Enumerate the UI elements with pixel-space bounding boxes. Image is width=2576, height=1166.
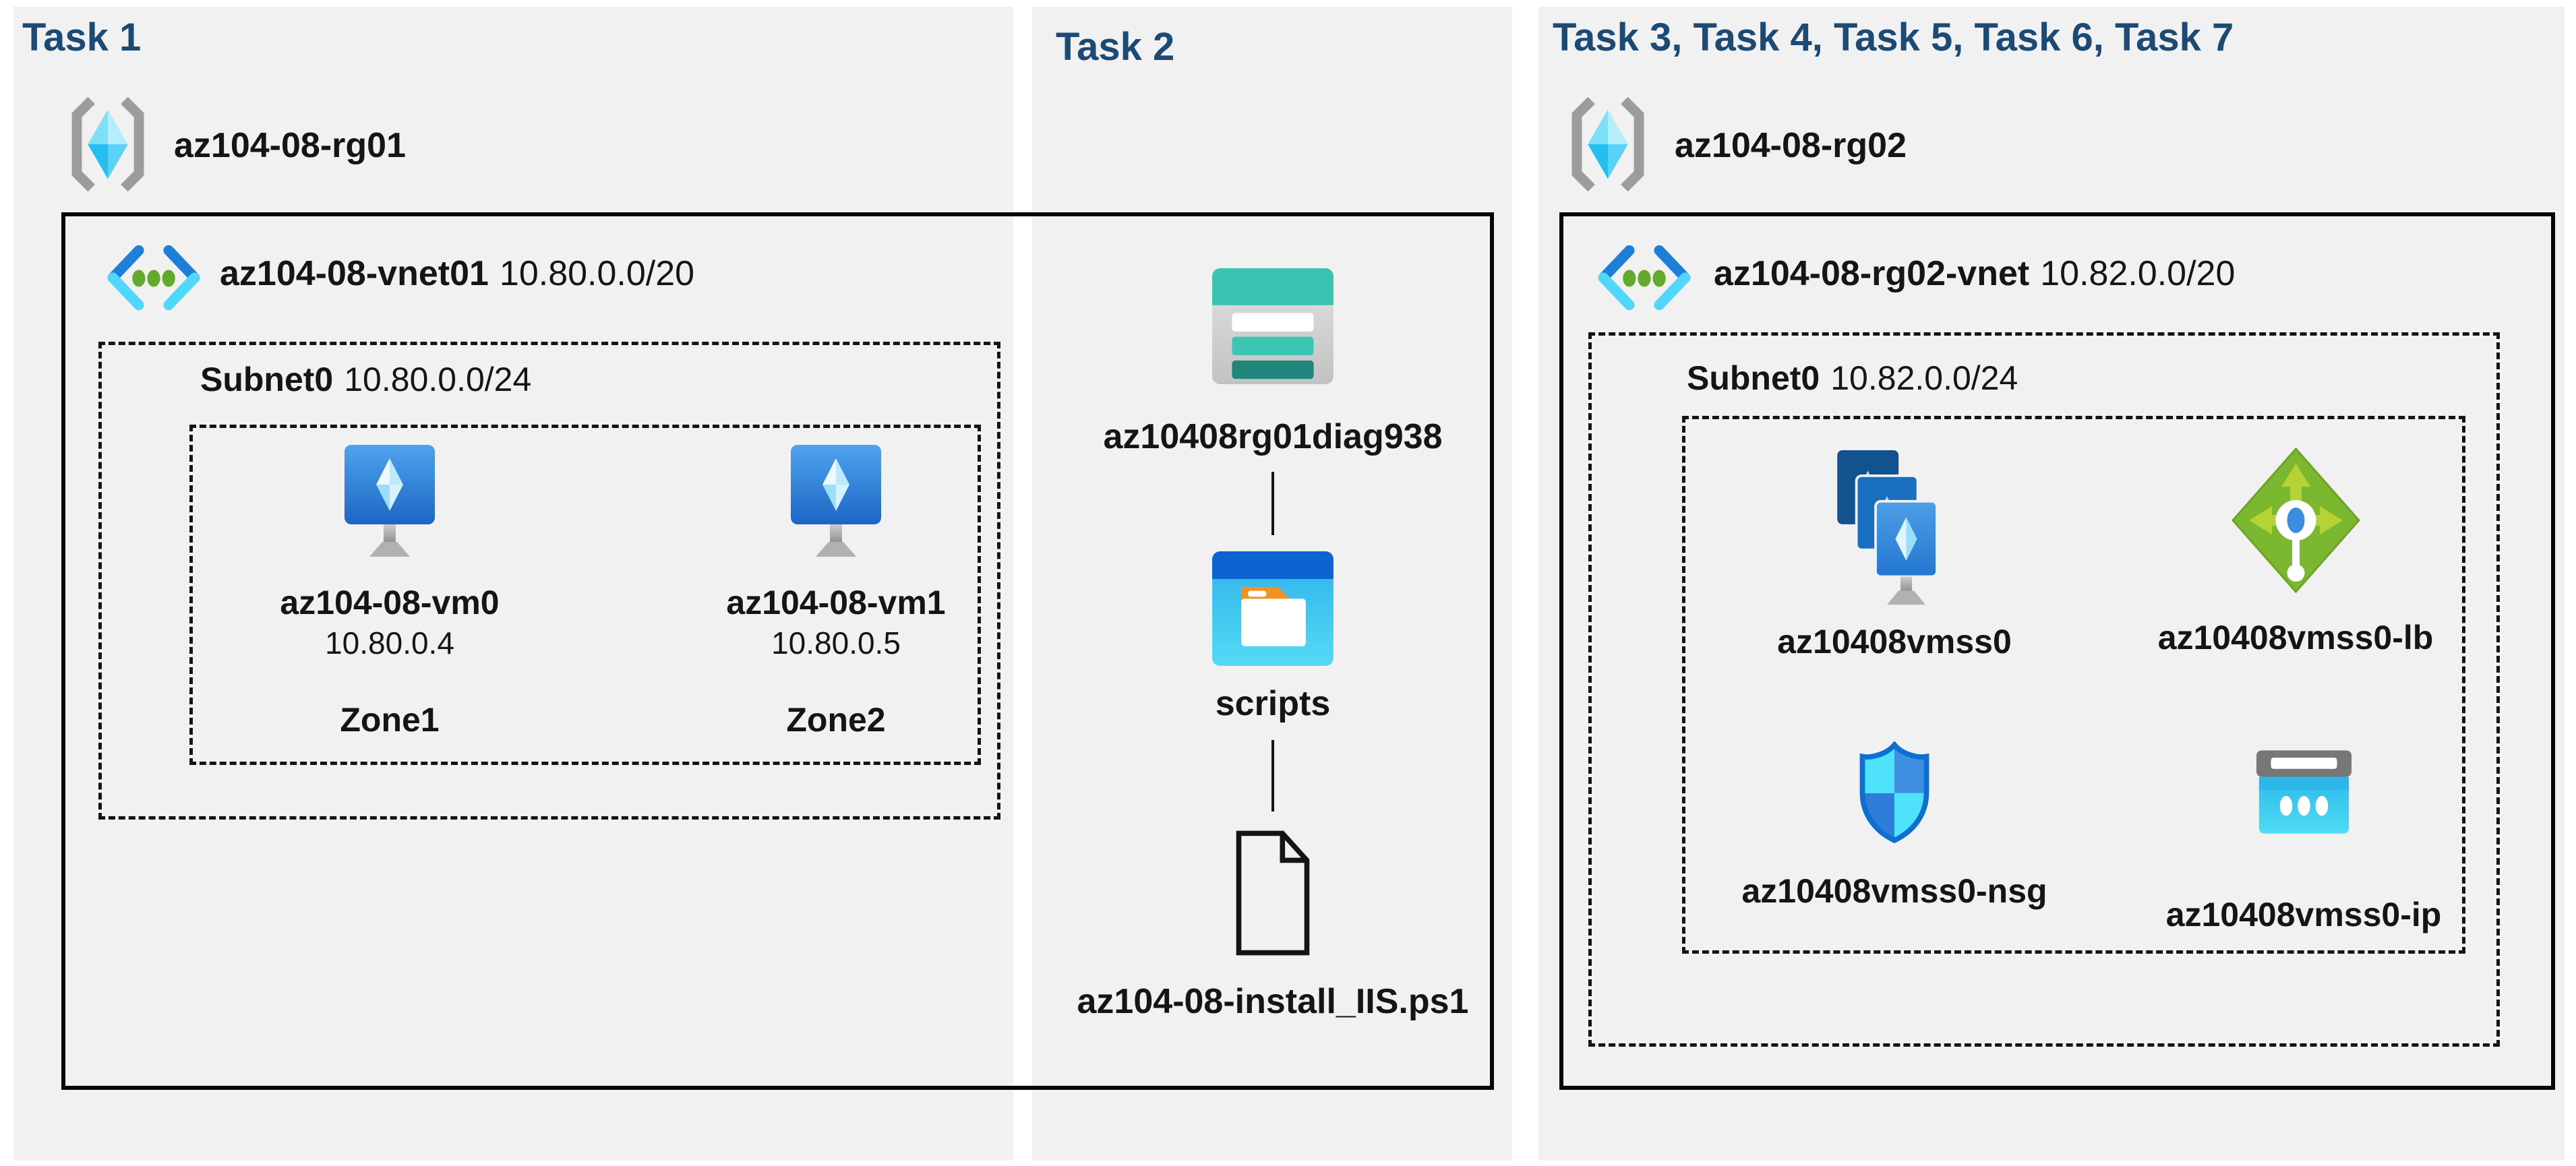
vmss-node: az10408vmss0 — [1777, 450, 2012, 661]
virtual-network-icon — [1598, 245, 1691, 311]
storage-account-label: az10408rg01diag938 — [1103, 417, 1443, 456]
storage-account-node: az10408rg01diag938 — [1037, 268, 1509, 456]
task2-title: Task 2 — [1056, 25, 1175, 69]
vm0-ip: 10.80.0.4 — [325, 625, 454, 661]
subnet02-label: Subnet0 10.82.0.0/24 — [1687, 359, 2018, 398]
connector-storage-to-scripts — [1271, 472, 1274, 535]
vm1-node: az104-08-vm1 10.80.0.5 Zone2 — [726, 445, 946, 739]
scripts-container-node: scripts — [1037, 551, 1509, 723]
resource-group-icon — [71, 96, 144, 192]
vm0-node: az104-08-vm0 10.80.0.4 Zone1 — [280, 445, 500, 739]
subnet01-box — [98, 342, 1000, 820]
subnet01-name: Subnet0 — [200, 361, 334, 398]
vnet02-label: az104-08-rg02-vnet 10.82.0.0/20 — [1714, 253, 2235, 294]
network-security-group-icon — [1859, 741, 1929, 844]
vnet01-boundary-box — [61, 212, 1494, 1090]
rg02-label: az104-08-rg02 — [1675, 126, 1907, 165]
vnet02-cidr: 10.82.0.0/20 — [2040, 254, 2236, 293]
vnet01-name: az104-08-vnet01 — [220, 254, 489, 293]
subnet01-label: Subnet0 10.80.0.0/24 — [200, 360, 531, 399]
virtual-network-icon — [107, 245, 200, 311]
scripts-container-label: scripts — [1215, 684, 1331, 723]
blob-container-icon — [1212, 551, 1334, 666]
vnet01-label: az104-08-vnet01 10.80.0.0/20 — [220, 253, 694, 294]
vm-group-box — [189, 425, 981, 765]
task3-title: Task 3, Task 4, Task 5, Task 6, Task 7 — [1553, 16, 2234, 59]
load-balancer-node: az10408vmss0-lb — [2158, 446, 2433, 656]
subnet01-cidr: 10.80.0.0/24 — [344, 361, 532, 398]
virtual-machine-icon — [345, 445, 435, 557]
subnet02-box — [1588, 332, 2500, 1047]
subnet02-name: Subnet0 — [1687, 359, 1820, 397]
vnet02-boundary-box — [1559, 212, 2555, 1090]
task3-panel — [1538, 7, 2565, 1161]
vm1-label: az104-08-vm1 — [726, 584, 946, 621]
vm1-ip: 10.80.0.5 — [771, 625, 901, 661]
nsg-label: az10408vmss0-nsg — [1741, 872, 2047, 910]
vmss-label: az10408vmss0 — [1777, 623, 2012, 661]
public-ip-node: az10408vmss0-ip — [2166, 750, 2441, 933]
public-ip-icon — [2256, 750, 2352, 834]
vm0-zone: Zone1 — [340, 701, 440, 739]
vm0-label: az104-08-vm0 — [280, 584, 500, 621]
virtual-machine-icon — [791, 445, 881, 557]
public-ip-label: az10408vmss0-ip — [2165, 896, 2442, 933]
vm-scale-set-icon — [1837, 450, 1938, 605]
script-file-node: az104-08-install_IIS.ps1 — [1037, 826, 1509, 1020]
vnet01-cidr: 10.80.0.0/20 — [499, 254, 695, 293]
connector-scripts-to-file — [1271, 740, 1274, 811]
resource-group-icon — [1571, 96, 1644, 192]
task1-panel — [13, 7, 1013, 1161]
rg01-label: az104-08-rg01 — [174, 126, 406, 165]
vnet02-name: az104-08-rg02-vnet — [1714, 254, 2030, 293]
nsg-node: az10408vmss0-nsg — [1741, 741, 2047, 910]
task1-title: Task 1 — [22, 16, 142, 59]
load-balancer-label: az10408vmss0-lb — [2157, 619, 2434, 656]
script-file-label: az104-08-install_IIS.ps1 — [1077, 982, 1469, 1021]
storage-account-icon — [1212, 268, 1334, 384]
file-icon — [1236, 830, 1310, 956]
subnet02-cidr: 10.82.0.0/24 — [1830, 359, 2018, 397]
load-balancer-icon — [2231, 447, 2360, 594]
vmss-group-box — [1682, 416, 2465, 954]
vm1-zone: Zone2 — [786, 701, 886, 739]
